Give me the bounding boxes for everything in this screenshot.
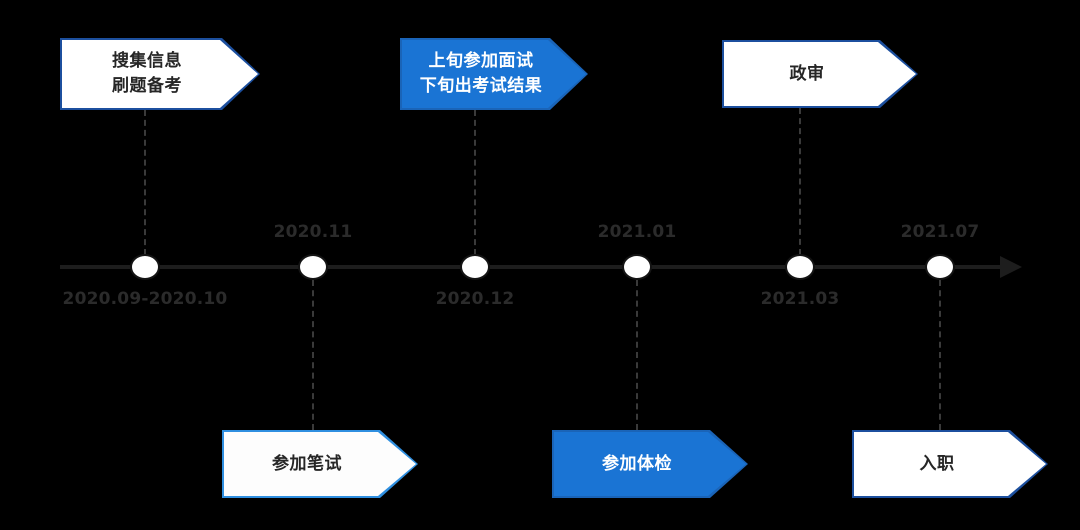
step-onboarding[interactable]: 入职 (852, 430, 1048, 498)
step-collect-info-label: 搜集信息 刷题备考 (112, 51, 182, 96)
step-collect-info[interactable]: 搜集信息 刷题备考 (60, 38, 260, 110)
timeline-axis-arrowhead (1000, 256, 1022, 278)
milestone-date-label: 2021.07 (900, 222, 980, 242)
milestone-dot[interactable] (622, 254, 652, 280)
dashed-connector (939, 280, 941, 430)
step-medical-exam[interactable]: 参加体检 (552, 430, 748, 498)
step-written-exam-label: 参加笔试 (272, 453, 342, 474)
milestone-date-label: 2021.01 (597, 222, 677, 242)
milestone-date-label: 2021.03 (760, 289, 840, 309)
dashed-connector (144, 110, 146, 255)
step-interview-label: 上旬参加面试 下旬出考试结果 (419, 51, 543, 96)
milestone-dot[interactable] (785, 254, 815, 280)
milestone-dot[interactable] (298, 254, 328, 280)
dashed-connector (636, 280, 638, 430)
step-onboarding-body: 入职 (854, 432, 1046, 496)
milestone-date-label: 2020.09-2020.10 (62, 289, 228, 309)
milestone-date-label: 2020.11 (273, 222, 353, 242)
step-medical-exam-body: 参加体检 (554, 432, 746, 496)
step-written-exam[interactable]: 参加笔试 (222, 430, 418, 498)
milestone-date-label: 2020.12 (435, 289, 515, 309)
milestone-dot[interactable] (130, 254, 160, 280)
step-political-review[interactable]: 政审 (722, 40, 918, 108)
dashed-connector (312, 280, 314, 430)
step-medical-exam-label: 参加体检 (602, 453, 672, 474)
milestone-dot[interactable] (460, 254, 490, 280)
step-interview-body: 上旬参加面试 下旬出考试结果 (402, 40, 586, 108)
step-political-review-body: 政审 (724, 42, 916, 106)
step-onboarding-label: 入职 (919, 453, 955, 474)
step-collect-info-body: 搜集信息 刷题备考 (62, 40, 258, 108)
dashed-connector (799, 108, 801, 255)
step-political-review-label: 政审 (789, 63, 825, 84)
timeline-axis (60, 265, 1010, 269)
step-interview[interactable]: 上旬参加面试 下旬出考试结果 (400, 38, 588, 110)
milestone-dot[interactable] (925, 254, 955, 280)
step-written-exam-body: 参加笔试 (224, 432, 416, 496)
dashed-connector (474, 110, 476, 255)
